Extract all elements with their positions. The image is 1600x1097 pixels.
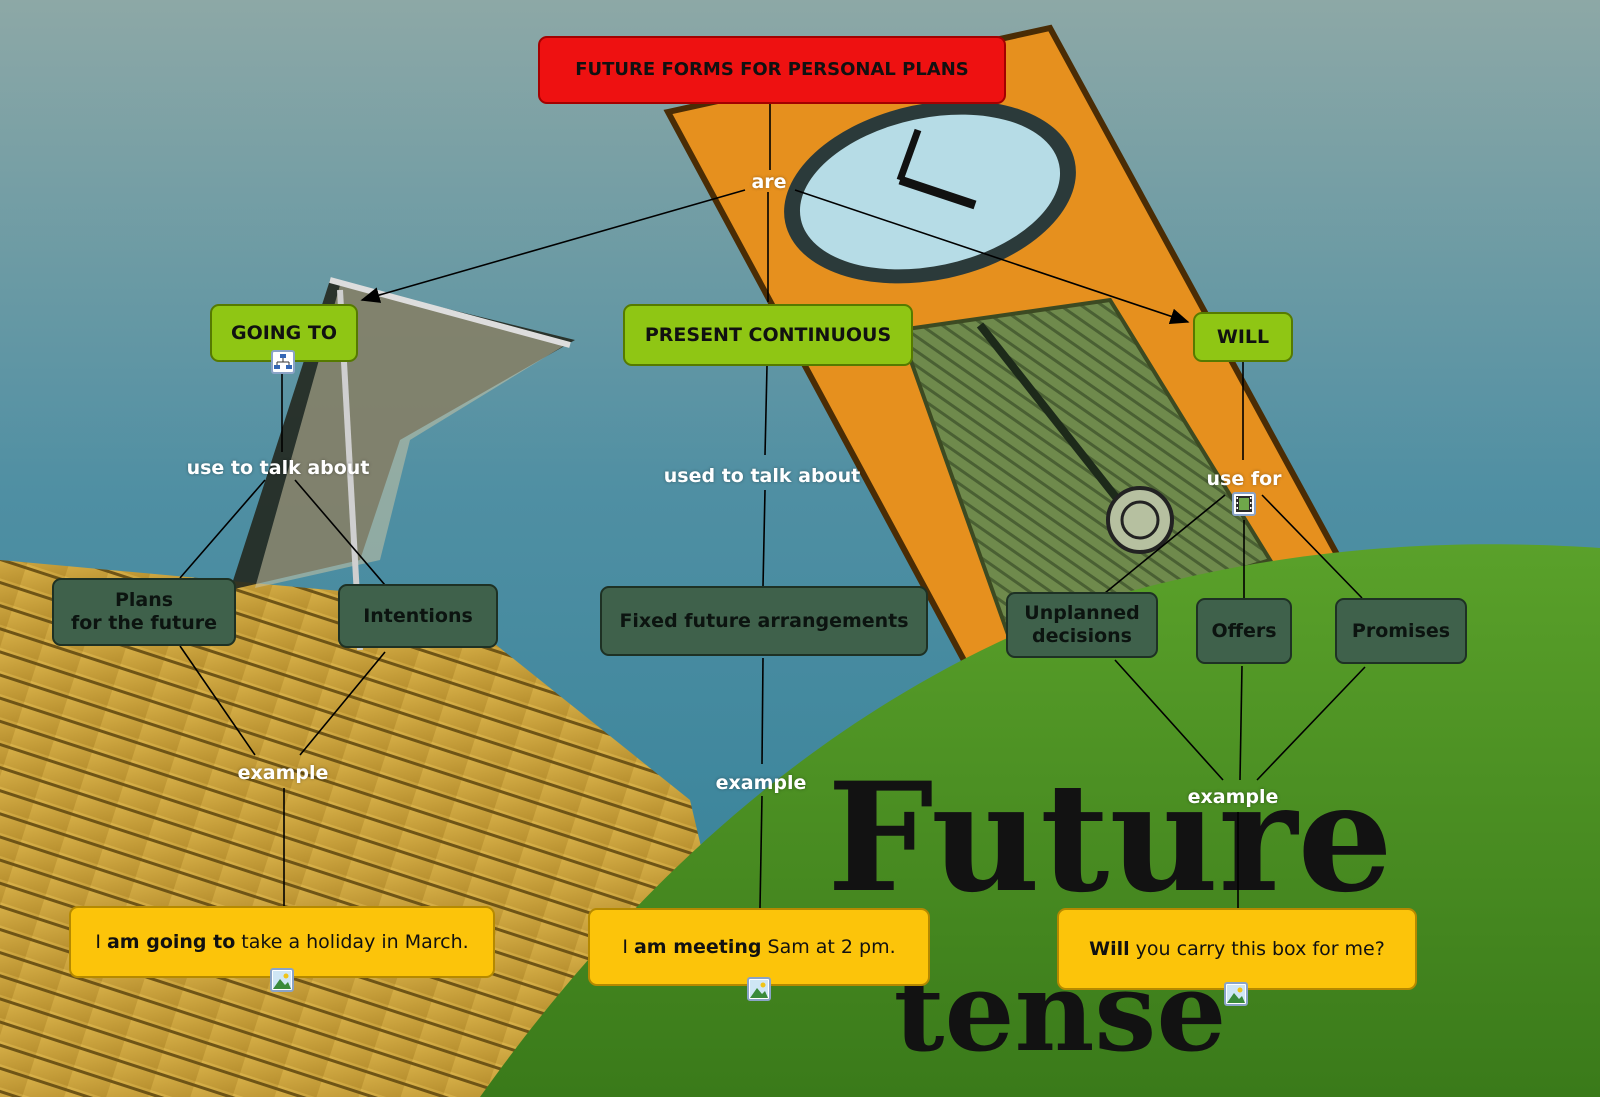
use-node-text: Unplanned decisions	[1024, 602, 1140, 647]
present-continuous-text: PRESENT CONTINUOUS	[644, 323, 892, 346]
link-label-going-to-example: example	[237, 762, 329, 784]
link-label-present-continuous-example: example	[715, 772, 807, 794]
going-to-text: GOING TO	[230, 321, 338, 344]
use-node-plans-for-the-future[interactable]: Plans for the future	[52, 578, 236, 646]
use-node-text: Offers	[1211, 619, 1277, 642]
example-text: I am going to take a holiday in March.	[95, 930, 469, 953]
use-node-text: Promises	[1351, 619, 1451, 642]
link-label-going-to-use: use to talk about	[186, 457, 370, 479]
background-word-future: Future	[827, 750, 1393, 926]
image-icon[interactable]	[1224, 982, 1248, 1006]
video-icon[interactable]	[1232, 492, 1256, 516]
use-node-text: Fixed future arrangements	[619, 609, 909, 632]
example-node-present-continuous[interactable]: I am meeting Sam at 2 pm.	[588, 908, 930, 986]
link-label-are: are	[751, 171, 787, 193]
link-label-will-use: use for	[1206, 468, 1282, 490]
example-text: I am meeting Sam at 2 pm.	[622, 935, 896, 958]
will-node[interactable]: WILL	[1193, 312, 1293, 362]
main-topic-node[interactable]: FUTURE FORMS FOR PERSONAL PLANS	[538, 36, 1006, 104]
example-text: Will you carry this box for me?	[1089, 937, 1385, 960]
use-node-offers[interactable]: Offers	[1196, 598, 1292, 664]
use-node-promises[interactable]: Promises	[1335, 598, 1467, 664]
going-to-node[interactable]: GOING TO	[210, 304, 358, 362]
use-node-intentions[interactable]: Intentions	[338, 584, 498, 648]
concept-map-icon[interactable]	[271, 350, 295, 374]
use-node-text: Plans for the future	[70, 589, 218, 634]
link-label-will-example: example	[1187, 786, 1279, 808]
image-icon[interactable]	[270, 968, 294, 992]
link-label-present-continuous-use: used to talk about	[663, 465, 861, 487]
use-node-text: Intentions	[363, 604, 473, 627]
present-continuous-node[interactable]: PRESENT CONTINUOUS	[623, 304, 913, 366]
main-topic-text: FUTURE FORMS FOR PERSONAL PLANS	[575, 59, 969, 81]
image-icon[interactable]	[747, 977, 771, 1001]
will-text: WILL	[1216, 325, 1270, 348]
use-node-fixed-future-arrangements[interactable]: Fixed future arrangements	[600, 586, 928, 656]
example-node-will[interactable]: Will you carry this box for me?	[1057, 908, 1417, 990]
use-node-unplanned-decisions[interactable]: Unplanned decisions	[1006, 592, 1158, 658]
